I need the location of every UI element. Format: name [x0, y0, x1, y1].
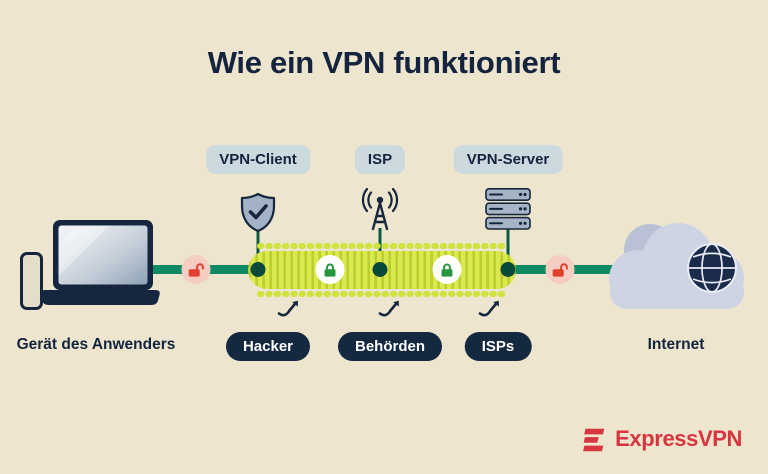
open-lock-icon: [545, 255, 575, 284]
hacker-label: Hacker: [225, 332, 311, 361]
isp-node: [372, 262, 388, 277]
server-stack-icon: [485, 188, 531, 230]
open-lock-icon: [181, 255, 211, 284]
internet-label: Internet: [647, 336, 705, 353]
expressvpn-logo-icon: [578, 424, 608, 454]
server-stem: [506, 228, 510, 270]
expressvpn-logo: ExpressVPN: [578, 424, 742, 454]
closed-lock-icon: [315, 255, 345, 284]
deflect-arrow-icon: [276, 299, 302, 319]
deflect-arrow-icon: [377, 299, 403, 319]
isps-label: ISPs: [464, 332, 532, 361]
server-node: [500, 262, 516, 277]
shield-check-icon: [240, 192, 276, 233]
client-stem: [256, 228, 260, 270]
device-label: Gerät des Anwenders: [16, 336, 176, 353]
smartphone-icon: [20, 252, 43, 310]
vpn-client-label: VPN-Client: [206, 145, 310, 174]
client-node: [250, 262, 266, 277]
isp-stem: [378, 228, 382, 270]
behoerden-label: Behörden: [337, 332, 443, 361]
isp-label: ISP: [354, 145, 406, 174]
page-title: Wie ein VPN funktioniert: [207, 45, 561, 80]
globe-icon: [687, 243, 737, 293]
expressvpn-wordmark: ExpressVPN: [615, 426, 742, 451]
vpn-server-label: VPN-Server: [453, 145, 563, 174]
cloud-icon: [592, 216, 764, 318]
laptop-icon: [37, 220, 163, 312]
closed-lock-icon: [432, 255, 462, 284]
antenna-icon: [358, 186, 402, 232]
deflect-arrow-icon: [477, 299, 503, 319]
